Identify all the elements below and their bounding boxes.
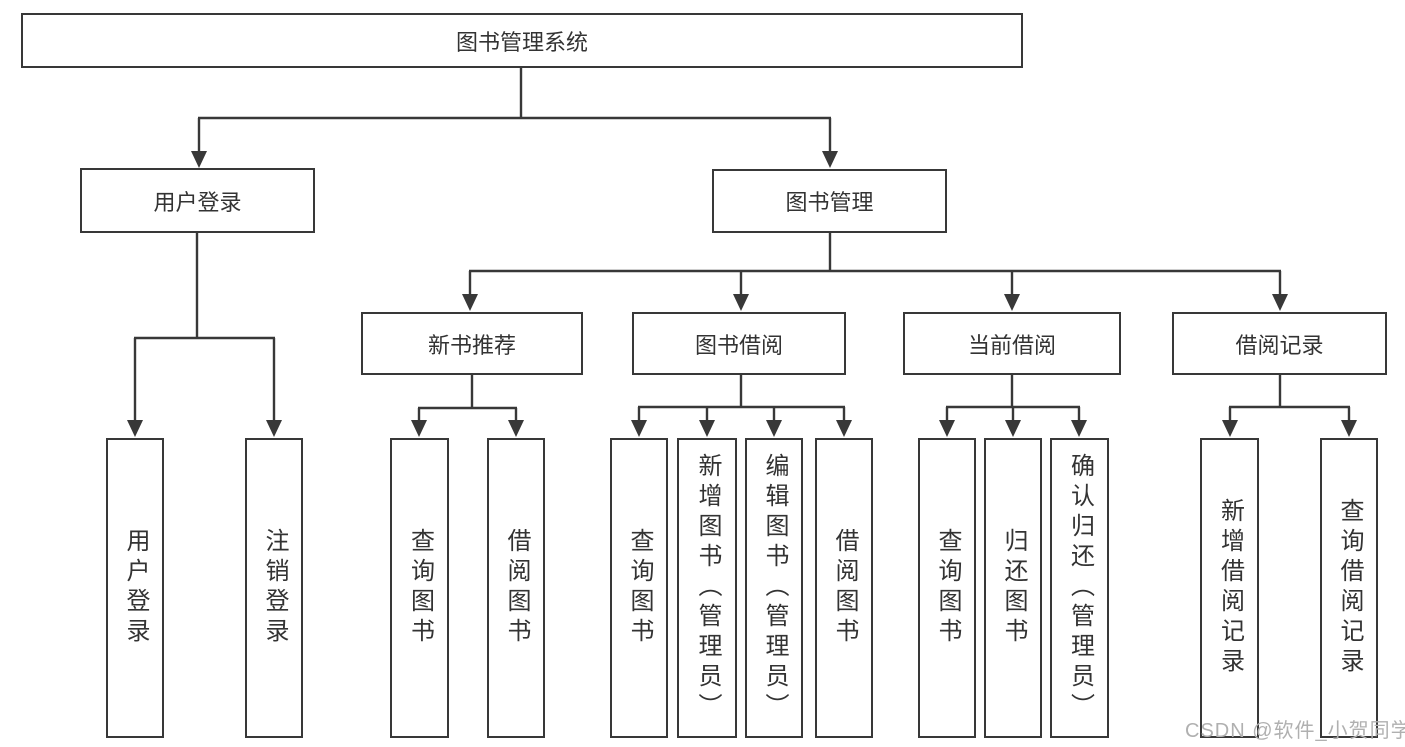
leaf-borrow-books-label: 借阅图书 xyxy=(831,528,858,648)
leaf-query-books-recommend: 查询图书 xyxy=(390,438,449,738)
arrowheads xyxy=(127,151,1357,437)
node-current-borrow: 当前借阅 xyxy=(903,312,1121,375)
connector-book-management-branch xyxy=(468,233,1282,296)
leaf-borrow-books: 借阅图书 xyxy=(815,438,873,738)
connector-user-login-branch xyxy=(133,233,276,422)
connector-new-book-branch xyxy=(417,375,518,422)
node-user-login-branch-label: 用户登录 xyxy=(153,189,242,215)
csdn-watermark: CSDN @软件_小贺同学 xyxy=(1185,720,1405,742)
leaf-query-books-borrow: 查询图书 xyxy=(610,438,668,738)
connector-root-to-level2 xyxy=(197,68,832,152)
node-current-borrow-label: 当前借阅 xyxy=(967,332,1056,358)
connector-current-borrow-branch xyxy=(945,375,1081,422)
node-book-management: 图书管理 xyxy=(712,169,947,233)
leaf-add-book-admin-label: 新增图书（管理员） xyxy=(694,453,721,723)
leaf-user-login: 用户登录 xyxy=(106,438,164,738)
leaf-add-book-admin: 新增图书（管理员） xyxy=(677,438,737,738)
leaf-edit-book-admin: 编辑图书（管理员） xyxy=(745,438,803,738)
connector-borrow-record-branch xyxy=(1228,375,1351,422)
leaf-return-book-label: 归还图书 xyxy=(1000,528,1027,648)
connector-book-borrow-branch xyxy=(637,375,846,422)
leaf-query-books-current: 查询图书 xyxy=(918,438,976,738)
leaf-borrow-books-recommend-label: 借阅图书 xyxy=(503,528,530,648)
leaf-borrow-books-recommend: 借阅图书 xyxy=(487,438,545,738)
leaf-logout-label: 注销登录 xyxy=(261,528,288,648)
leaf-query-borrow-record-label: 查询借阅记录 xyxy=(1336,498,1363,678)
leaf-confirm-return-admin: 确认归还（管理员） xyxy=(1050,438,1109,738)
node-new-book-recommend-label: 新书推荐 xyxy=(427,332,516,358)
leaf-query-borrow-record: 查询借阅记录 xyxy=(1320,438,1378,738)
node-user-login-branch: 用户登录 xyxy=(80,168,315,233)
node-book-management-label: 图书管理 xyxy=(785,190,874,215)
leaf-query-books-borrow-label: 查询图书 xyxy=(626,528,653,648)
leaf-query-books-current-label: 查询图书 xyxy=(934,528,961,648)
node-borrow-records-label: 借阅记录 xyxy=(1235,332,1324,358)
leaf-return-book: 归还图书 xyxy=(984,438,1042,738)
node-book-borrow-label: 图书借阅 xyxy=(694,332,783,358)
leaf-logout: 注销登录 xyxy=(245,438,303,738)
node-library-management-system: 图书管理系统 xyxy=(21,13,1023,68)
leaf-add-borrow-record: 新增借阅记录 xyxy=(1200,438,1259,738)
leaf-user-login-label: 用户登录 xyxy=(122,528,149,648)
node-book-borrow: 图书借阅 xyxy=(632,312,846,375)
leaf-add-borrow-record-label: 新增借阅记录 xyxy=(1216,498,1244,678)
leaf-query-books-recommend-label: 查询图书 xyxy=(406,528,434,648)
node-new-book-recommend: 新书推荐 xyxy=(361,312,583,375)
node-borrow-records: 借阅记录 xyxy=(1172,312,1387,375)
leaf-confirm-return-admin-label: 确认归还（管理员） xyxy=(1066,453,1094,723)
leaf-edit-book-admin-label: 编辑图书（管理员） xyxy=(761,453,788,723)
node-library-management-system-label: 图书管理系统 xyxy=(455,29,588,55)
